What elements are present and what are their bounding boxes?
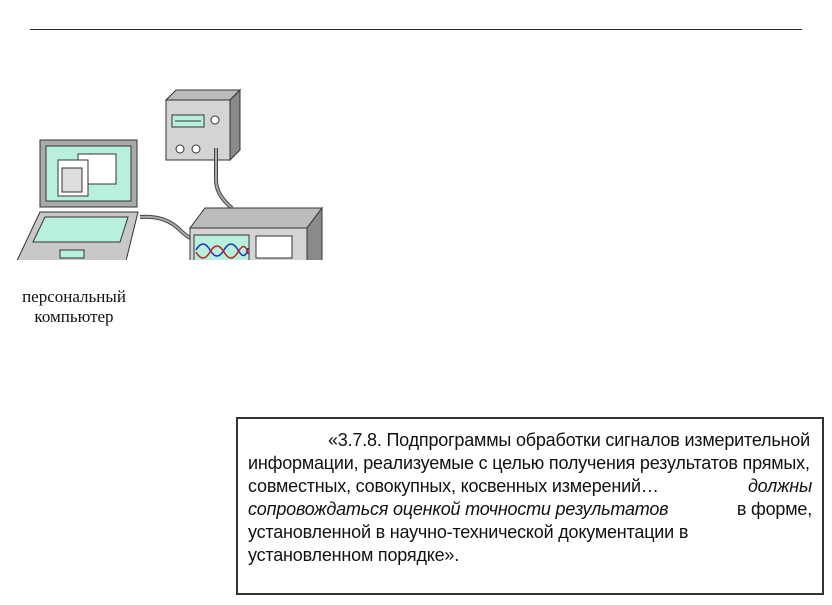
quote-text: информации, реализуемые с целью получени…: [248, 453, 810, 473]
quote-line: информации, реализуемые с целью получени…: [248, 452, 812, 475]
quote-line: «3.7.8. Подпрограммы обработки сигналов …: [248, 429, 812, 452]
caption-line: персональный: [22, 287, 126, 306]
signal-generator-icon: [164, 88, 242, 162]
measurement-setup-illustration: [16, 88, 323, 260]
quote-emphasis: должны: [747, 476, 812, 496]
oscilloscope-icon: [189, 206, 323, 260]
quote-line: совместных, совокупных, косвенных измере…: [248, 475, 812, 498]
quote-text: «3.7.8. Подпрограммы обработки сигналов …: [328, 430, 810, 450]
quote-box: «3.7.8. Подпрограммы обработки сигналов …: [236, 417, 824, 595]
quote-text: совместных, совокупных, косвенных измере…: [248, 476, 659, 496]
quote-line: установленном порядке».: [248, 544, 812, 567]
header-rule: [30, 29, 802, 30]
quote-text: установленной в научно-технической докум…: [248, 522, 689, 542]
quote-line: сопровождаться оценкой точности результа…: [248, 498, 812, 521]
caption-line: компьютер: [34, 307, 114, 326]
laptop-caption: персональный компьютер: [0, 287, 148, 327]
quote-line: установленной в научно-технической докум…: [248, 521, 812, 544]
laptop-icon: [16, 139, 139, 260]
quote-emphasis: сопровождаться оценкой точности результа…: [248, 499, 669, 519]
quote-text: установленном порядке».: [248, 545, 460, 565]
quote-text: в форме,: [736, 499, 812, 519]
